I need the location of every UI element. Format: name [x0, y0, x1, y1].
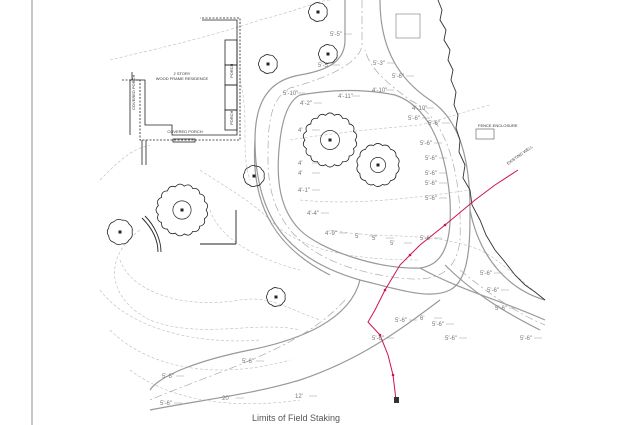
dimension-label: 5'-6" — [395, 318, 407, 324]
dimension-label: 4'-4" — [307, 211, 319, 217]
fence-enclosure-label: FENCE ENCLOSURE — [478, 123, 518, 128]
house-label-line2: WOOD FRAME RESIDENCE — [156, 76, 209, 81]
dimension-label: 6' — [420, 316, 424, 322]
tree-canopy-icon — [106, 218, 133, 246]
structure-box — [395, 13, 421, 39]
limits-note-backdrop — [248, 412, 352, 424]
existing-well-label: EXISTING WELL — [506, 144, 535, 166]
covered-porch-side-label: COVERED PORCH — [131, 75, 136, 110]
dimension-label: 5'-10" — [283, 91, 298, 97]
tree-canopy-icon — [356, 143, 400, 187]
tree-mark-icon — [328, 138, 332, 142]
porch-label: PORCH — [229, 110, 234, 125]
utility-markers — [378, 223, 447, 377]
dimension-label: 4'-11" — [338, 94, 353, 100]
tree-trunk-icon — [320, 130, 340, 150]
tree-trunk-icon — [172, 200, 192, 220]
dimension-label: 5'-6" — [425, 171, 437, 177]
tree-canopy-icon — [243, 165, 265, 187]
retaining-walls — [141, 210, 237, 253]
dimension-label: 5'-5" — [318, 63, 330, 69]
tree-mark-icon — [326, 52, 330, 56]
fence-enclosure — [475, 128, 495, 140]
dimension-label: 4'-10" — [372, 88, 387, 94]
dimension-label: 5' — [390, 241, 394, 247]
tree-mark-icon — [316, 10, 320, 14]
dimension-label: 4'-2" — [300, 101, 312, 107]
tree-mark-icon — [180, 208, 184, 212]
dimension-label: 4' — [298, 161, 302, 167]
dimension-label: 5'-6" — [242, 359, 254, 365]
dimension-label: 5'-5" — [330, 32, 342, 38]
dimension-labels: 5'-5" 5'-5" 5'-10"4'-2" 4'-11" 4'-10" 4'-10" 5… — [160, 32, 542, 407]
tree-mark-icon — [118, 230, 122, 234]
tree-line — [437, 0, 546, 301]
dimension-label: 5' — [355, 234, 359, 240]
limits-of-field-staking-note: Limits of Field Staking — [252, 413, 340, 423]
dimension-label: 5'-6" — [425, 196, 437, 202]
dimension-label: 5'-6" — [480, 271, 492, 277]
driveway — [149, 0, 546, 411]
dimension-label: 5'-6" — [160, 401, 172, 407]
house-footprint — [122, 17, 241, 165]
tree-canopy-icon — [155, 183, 208, 237]
tree-mark-icon — [266, 62, 270, 66]
dimension-label: 5'-6" — [162, 374, 174, 380]
well-cap-icon — [394, 397, 399, 403]
dimension-label: 5'-6" — [425, 156, 437, 162]
tree-canopy-icon — [302, 112, 358, 168]
tree-canopy-icon — [318, 44, 338, 64]
dimension-label: 5'-6" — [520, 336, 532, 342]
dimension-label: 5'-6" — [392, 74, 404, 80]
covered-porch-label: COVERED PORCH — [167, 129, 202, 134]
dimension-label: 20' — [222, 396, 230, 402]
trees — [106, 2, 400, 307]
dimension-label: 5' — [372, 236, 376, 242]
dimension-label: 5'-6" — [487, 288, 499, 294]
dimension-label: 4' — [298, 128, 302, 134]
dimension-label: 5'-6" — [425, 181, 437, 187]
dimension-label: 12' — [295, 394, 303, 400]
dimension-label: 4'-9" — [325, 231, 337, 237]
dimension-label: 5'-3" — [373, 61, 385, 67]
dimension-label: 5'-6" — [445, 336, 457, 342]
dimension-label: 5'-6" — [432, 322, 444, 328]
dimension-label: 5'-6" — [495, 306, 507, 312]
house-label-line1: 2 STORY — [174, 71, 191, 76]
utility-line — [367, 169, 519, 401]
tree-mark-icon — [252, 174, 256, 178]
tree-canopy-icon — [308, 2, 328, 22]
centerline — [149, 0, 546, 401]
dimension-label: 4'-10" — [412, 106, 427, 112]
tree-canopy-icon — [266, 287, 286, 307]
dimension-label: 5'-6" — [420, 141, 432, 147]
tree-mark-icon — [274, 295, 278, 299]
topo-contours — [99, 0, 546, 404]
dimension-label: 4'-1" — [298, 188, 310, 194]
tree-canopy-icon — [258, 54, 278, 74]
tree-mark-icon — [376, 163, 380, 167]
dimension-label: 5'-6" — [428, 121, 440, 127]
dimension-label: 5'-6" — [420, 236, 432, 242]
tree-trunk-icon — [370, 157, 386, 173]
dimension-label: 5'-6" — [372, 336, 384, 342]
porch-label: PORCH — [229, 63, 234, 78]
dimension-label: 4' — [298, 171, 302, 177]
dimension-label: 5'-6" — [408, 116, 420, 122]
